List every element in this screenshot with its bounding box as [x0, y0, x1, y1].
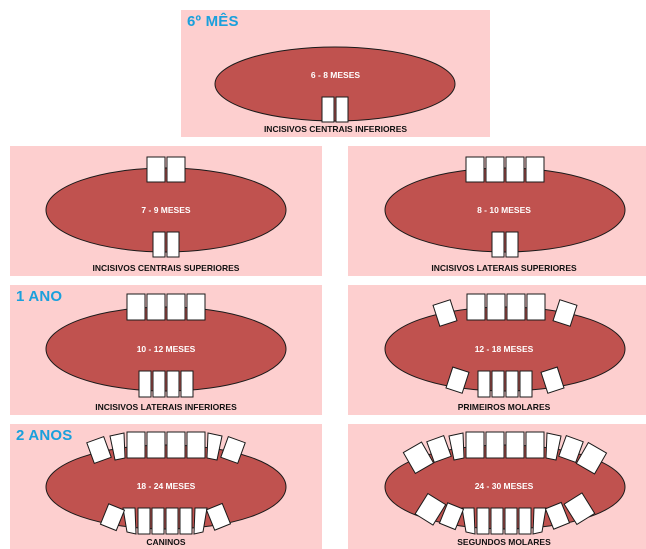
teeth-caption: INCISIVOS CENTRAIS SUPERIORES [10, 263, 322, 273]
panel-6-months: 6º MÊS 6 - 8 MESES INCISIVOS CENTRAIS IN… [181, 10, 490, 137]
lower-tooth [181, 371, 193, 397]
lower-tooth [492, 371, 504, 397]
upper-tooth [147, 157, 165, 182]
lower-tooth [139, 371, 151, 397]
age-range: 6 - 8 MESES [181, 70, 490, 80]
lower-canine [462, 508, 475, 534]
panel-7-9-months: 7 - 9 MESES INCISIVOS CENTRAIS SUPERIORE… [10, 146, 322, 276]
panel-12-18-months: 12 - 18 MESES PRIMEIROS MOLARES [348, 285, 646, 415]
lower-tooth [491, 508, 503, 534]
lower-tooth [506, 232, 518, 257]
upper-tooth [506, 157, 524, 182]
lower-tooth [138, 508, 150, 534]
upper-tooth [167, 432, 185, 458]
upper-tooth [127, 294, 145, 320]
lower-tooth [519, 508, 531, 534]
lower-tooth [167, 232, 179, 257]
lower-tooth [180, 508, 192, 534]
age-range: 10 - 12 MESES [10, 344, 322, 354]
upper-tooth [527, 294, 545, 320]
upper-tooth [486, 157, 504, 182]
lower-tooth [153, 371, 165, 397]
lower-tooth [152, 508, 164, 534]
lower-tooth [520, 371, 532, 397]
lower-tooth [505, 508, 517, 534]
upper-tooth [466, 157, 484, 182]
upper-tooth [526, 157, 544, 182]
upper-tooth [487, 294, 505, 320]
stage-label: 6º MÊS [187, 13, 239, 30]
stage-label: 2 ANOS [16, 427, 73, 444]
upper-tooth [506, 432, 524, 458]
upper-tooth [507, 294, 525, 320]
lower-tooth [167, 371, 179, 397]
upper-tooth [187, 294, 205, 320]
upper-tooth [466, 432, 484, 458]
age-range: 8 - 10 MESES [348, 205, 646, 215]
upper-tooth [526, 432, 544, 458]
teeth-caption: SEGUNDOS MOLARES [348, 537, 646, 547]
upper-tooth [187, 432, 205, 458]
lower-tooth [506, 371, 518, 397]
gum [215, 47, 455, 121]
upper-tooth [467, 294, 485, 320]
panel-1-year: 1 ANO 10 - 12 MESES INCISIVOS LATERAIS I… [10, 285, 322, 415]
stage-label: 1 ANO [16, 288, 62, 305]
age-range: 12 - 18 MESES [348, 344, 646, 354]
age-range: 18 - 24 MESES [10, 481, 322, 491]
lower-tooth [478, 371, 490, 397]
lower-tooth [492, 232, 504, 257]
teeth-caption: INCISIVOS CENTRAIS INFERIORES [181, 124, 490, 134]
upper-tooth [167, 294, 185, 320]
lower-tooth [153, 232, 165, 257]
age-range: 24 - 30 MESES [348, 481, 646, 491]
lower-tooth [322, 97, 334, 122]
lower-tooth [166, 508, 178, 534]
upper-tooth [147, 294, 165, 320]
lower-canine [533, 508, 546, 534]
panel-24-30-months: 24 - 30 MESES SEGUNDOS MOLARES [348, 424, 646, 549]
panel-8-10-months: 8 - 10 MESES INCISIVOS LATERAIS SUPERIOR… [348, 146, 646, 276]
upper-tooth [127, 432, 145, 458]
teeth-caption: CANINOS [10, 537, 322, 547]
lower-tooth [336, 97, 348, 122]
age-range: 7 - 9 MESES [10, 205, 322, 215]
lower-tooth [477, 508, 489, 534]
upper-tooth [486, 432, 504, 458]
teeth-caption: INCISIVOS LATERAIS SUPERIORES [348, 263, 646, 273]
lower-canine [194, 508, 207, 534]
teeth-caption: INCISIVOS LATERAIS INFERIORES [10, 402, 322, 412]
lower-canine [123, 508, 136, 534]
upper-tooth [167, 157, 185, 182]
upper-tooth [147, 432, 165, 458]
teeth-caption: PRIMEIROS MOLARES [348, 402, 646, 412]
panel-2-years: 2 ANOS 18 - 24 MESES CANINOS [10, 424, 322, 549]
